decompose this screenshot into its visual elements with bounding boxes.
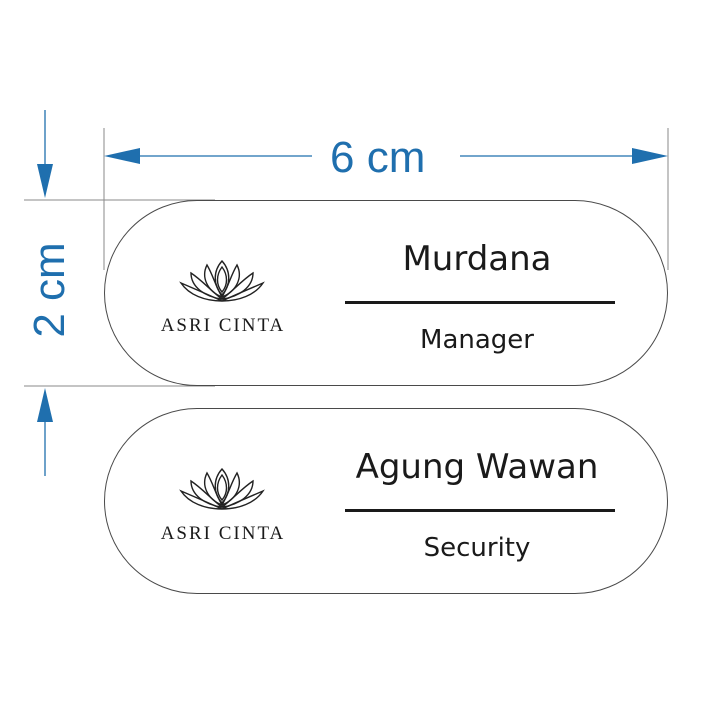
lotus-icon: [179, 259, 265, 302]
name-badge-1: ASRI CINTA Murdana Manager: [104, 200, 668, 386]
badge-name: Murdana: [402, 239, 552, 279]
badge-name: Agung Wawan: [355, 447, 599, 487]
width-arrow-left: [104, 148, 140, 164]
brand-logo: ASRI CINTA: [151, 255, 295, 336]
brand-logo: ASRI CINTA: [151, 463, 295, 544]
divider-line: [345, 301, 615, 304]
brand-name: ASRI CINTA: [160, 523, 286, 544]
height-arrow-bottom: [37, 388, 53, 422]
height-arrow-top: [37, 164, 53, 198]
badge-role: Manager: [420, 325, 534, 355]
width-dimension-label: 6 cm: [330, 133, 426, 182]
lotus-icon: [179, 467, 265, 510]
height-dimension-label: 2 cm: [25, 242, 74, 338]
badge-role: Security: [423, 533, 531, 563]
width-arrow-right: [632, 148, 668, 164]
name-badge-2: ASRI CINTA Agung Wawan Security: [104, 408, 668, 594]
brand-name: ASRI CINTA: [160, 315, 286, 336]
divider-line: [345, 509, 615, 512]
